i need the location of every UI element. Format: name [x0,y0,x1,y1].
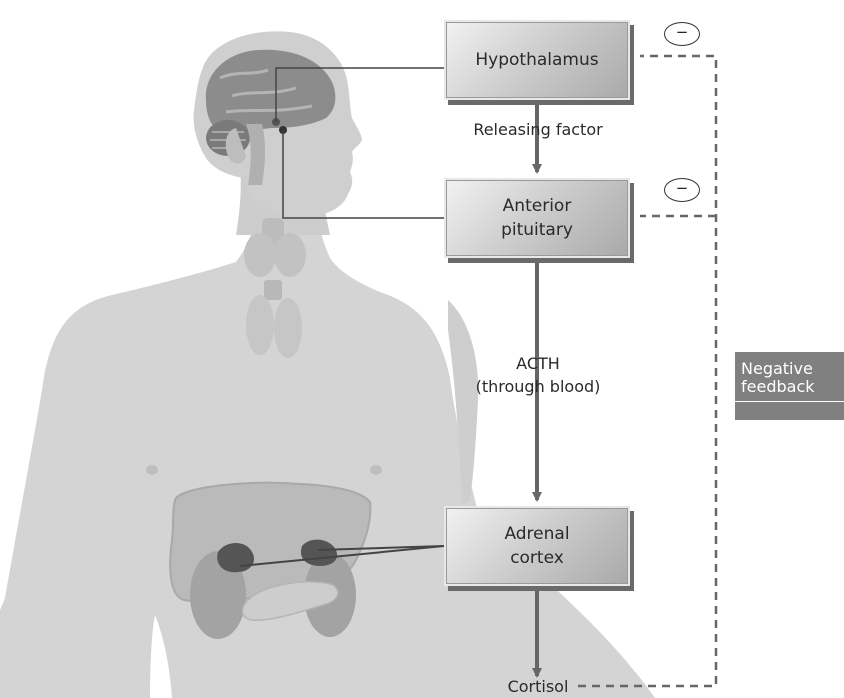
negative-feedback-box: Negative feedback [735,352,844,420]
adrenal-cortex-box: Adrenal cortex [444,506,630,586]
anterior-pituitary-box: Anterior pituitary [444,178,630,258]
acth-label: ACTH (through blood) [450,352,626,398]
negative-feedback-line2: feedback [741,378,844,396]
anterior-pituitary-label-line1: Anterior [503,194,572,218]
cortisol-label: Cortisol [498,675,578,698]
adrenal-cortex-label-line2: cortex [510,546,564,570]
inhibition-symbol-pituitary: − [664,178,700,202]
negative-feedback-line1: Negative [741,360,844,378]
acth-label-line1: ACTH [450,352,626,375]
inhibition-symbol-hypothalamus: − [664,22,700,46]
releasing-factor-label: Releasing factor [460,118,616,141]
negative-feedback-divider [735,401,844,402]
acth-label-line2: (through blood) [450,375,626,398]
hypothalamus-label: Hypothalamus [475,48,598,72]
adrenal-cortex-label-line1: Adrenal [504,522,569,546]
anterior-pituitary-label-line2: pituitary [501,218,573,242]
hypothalamus-box: Hypothalamus [444,20,630,100]
